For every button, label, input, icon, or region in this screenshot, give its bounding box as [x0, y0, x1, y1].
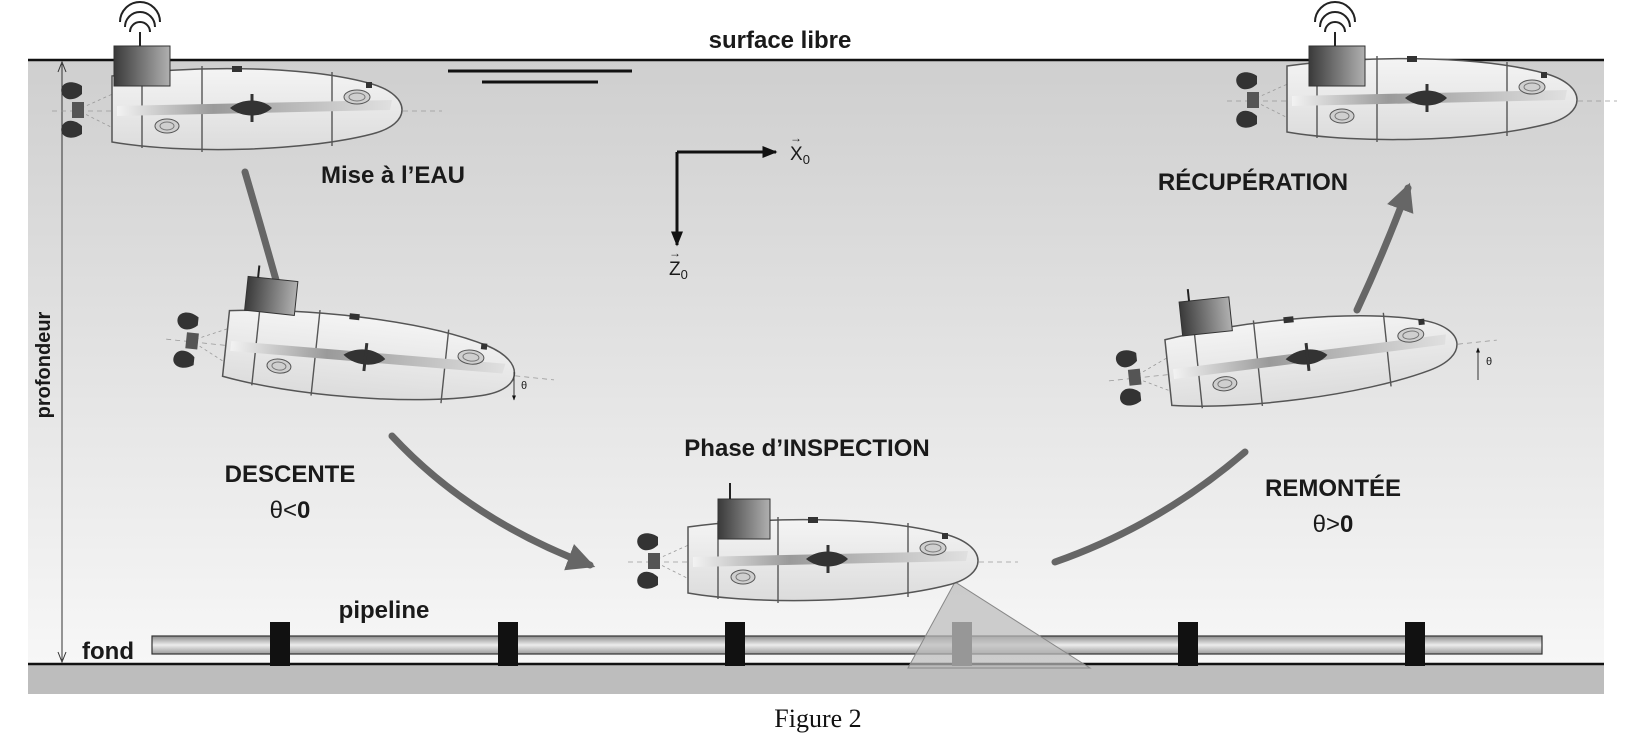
- depth-label: profondeur: [33, 311, 55, 418]
- pipeline-support: [1405, 622, 1425, 666]
- launch-to-descent-arrow: [241, 168, 280, 284]
- wifi-icon: [1314, 1, 1356, 46]
- wifi-icon: [119, 1, 161, 46]
- axis-x-vector-mark: →: [790, 131, 802, 145]
- antenna-mast: [1308, 45, 1366, 87]
- svg-text:θ: θ: [521, 380, 527, 392]
- descent-to-inspection-arrow: [388, 432, 596, 571]
- auv-descent: [160, 265, 561, 423]
- pipeline-support: [270, 622, 290, 666]
- antenna-mast: [717, 498, 771, 540]
- figure-caption: Figure 2: [774, 704, 861, 733]
- depth-axis: [57, 60, 67, 664]
- inspection-to-ascent-arrow: [1051, 448, 1249, 566]
- pipeline-support: [1178, 622, 1198, 666]
- pitch-indicator-descent: θ: [512, 372, 527, 401]
- axis-z-vector-mark: →: [669, 246, 681, 260]
- axis-z-label: Z0: [669, 259, 688, 282]
- svg-text:θ: θ: [1486, 356, 1492, 368]
- surface-label: surface libre: [709, 27, 852, 54]
- sonar-cone: [907, 581, 1092, 669]
- pipeline-label: pipeline: [339, 597, 430, 624]
- ascent-condition: θ>0: [1313, 511, 1354, 538]
- pitch-indicator-ascent: θ: [1476, 347, 1492, 380]
- pipeline-support: [725, 622, 745, 666]
- auv-launch: [50, 1, 444, 154]
- axis-x-label: X0: [790, 144, 810, 167]
- antenna-mast: [244, 275, 299, 316]
- antenna-mast: [113, 45, 171, 87]
- inspection-label: Phase d’INSPECTION: [684, 435, 929, 462]
- descent-condition: θ<0: [270, 497, 311, 524]
- auv-recovery: [1225, 1, 1619, 144]
- auv-ascent: [1102, 289, 1503, 424]
- recovery-label: RÉCUPÉRATION: [1158, 168, 1348, 196]
- bottom-label: fond: [82, 638, 134, 665]
- descent-label: DESCENTE: [225, 461, 356, 488]
- launch-label: Mise à l’EAU: [321, 162, 465, 189]
- pipeline-support: [498, 622, 518, 666]
- auv-inspection: [626, 483, 1020, 605]
- ascent-label: REMONTÉE: [1265, 474, 1401, 502]
- reference-frame: [671, 146, 778, 247]
- ascent-to-recovery-arrow: [1353, 182, 1414, 314]
- trajectory: [241, 168, 1414, 571]
- antenna-mast: [1178, 296, 1233, 337]
